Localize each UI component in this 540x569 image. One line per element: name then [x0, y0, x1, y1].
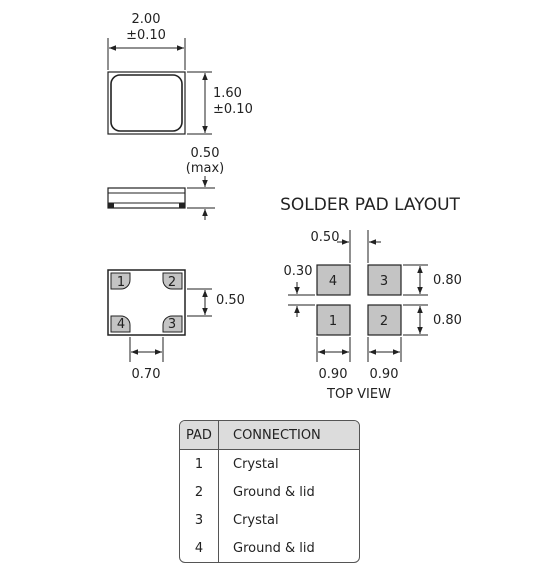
- top-view-label: TOP VIEW: [326, 387, 391, 402]
- table-cell-connection: Ground & lid: [233, 540, 315, 556]
- layout-pad-w2-dimension: 0.90: [367, 337, 402, 382]
- table-cell-connection: Crystal: [233, 512, 279, 528]
- layout-gap-h-dimension: 0.50: [311, 230, 381, 263]
- layout-pad-h2-dimension: 0.80: [403, 304, 462, 336]
- table-cell-pad: 3: [180, 506, 219, 534]
- package-lid: [110, 74, 183, 132]
- layout-pad-h1-value: 0.80: [433, 273, 462, 288]
- table-cell-pad: 4: [180, 534, 219, 562]
- side-height-dimension: 0.50 (max): [186, 146, 224, 220]
- side-height-note: (max): [186, 161, 224, 176]
- top-height-dimension: 1.60 ±0.10: [187, 71, 253, 135]
- table-header-pad: PAD: [180, 421, 219, 450]
- table-row: 2 Ground & lid: [180, 478, 359, 506]
- layout-pad-4-label: 4: [329, 274, 337, 289]
- layout-pad-1: [316, 304, 351, 336]
- table-cell-connection: Ground & lid: [233, 484, 315, 500]
- package-bottom-view: 1 2 4 3: [107, 269, 186, 336]
- top-height-value: 1.60: [213, 86, 242, 101]
- table-header-connection: CONNECTION: [219, 421, 359, 450]
- table-row: 3 Crystal: [180, 506, 359, 534]
- package-pad-4: [110, 315, 131, 333]
- layout-pad-w1-dimension: 0.90: [316, 337, 351, 382]
- package-outline: [107, 71, 186, 135]
- table-cell-pad: 1: [180, 450, 219, 478]
- top-width-value: 2.00: [132, 12, 161, 27]
- table-cell-connection: Crystal: [233, 456, 279, 472]
- package-top-view: [107, 71, 186, 135]
- package-pad-2-label: 2: [168, 275, 176, 290]
- layout-pad-3: [367, 264, 402, 296]
- layout-pad-2: [367, 304, 402, 336]
- top-width-dimension: 2.00 ±0.10: [107, 12, 186, 70]
- side-height-value: 0.50: [191, 146, 220, 161]
- package-pad-2: [162, 272, 183, 290]
- table-cell-pad: 2: [180, 478, 219, 506]
- pad-connection-table: PAD CONNECTION 1 Crystal 2 Ground & lid …: [179, 420, 360, 563]
- package-pad-4-label: 4: [117, 317, 125, 332]
- table-row: 1 Crystal: [180, 450, 359, 478]
- layout-pad-w1-value: 0.90: [319, 367, 348, 382]
- pin-spacing-v-value: 0.50: [216, 293, 245, 308]
- pin-spacing-h-dimension: 0.70: [129, 337, 164, 382]
- package-side-view: [107, 187, 186, 209]
- package-pad-3-label: 3: [168, 317, 176, 332]
- layout-gap-v-value: 0.30: [284, 264, 313, 279]
- layout-pad-h2-value: 0.80: [433, 313, 462, 328]
- layout-gap-v-dimension: 0.30: [284, 264, 315, 317]
- package-pad-1-label: 1: [117, 275, 125, 290]
- top-height-tolerance: ±0.10: [213, 102, 253, 117]
- package-pad-3: [162, 315, 183, 333]
- layout-pad-h1-dimension: 0.80: [403, 264, 462, 296]
- table-header-row: PAD CONNECTION: [180, 421, 359, 450]
- layout-pad-w2-value: 0.90: [370, 367, 399, 382]
- pin-spacing-v-dimension: 0.50: [187, 288, 245, 317]
- layout-gap-h-value: 0.50: [311, 230, 340, 245]
- top-width-tolerance: ±0.10: [126, 28, 166, 43]
- table-row: 4 Ground & lid: [180, 534, 359, 562]
- layout-pad-1-label: 1: [329, 314, 337, 329]
- layout-pad-3-label: 3: [380, 274, 388, 289]
- layout-title: SOLDER PAD LAYOUT: [280, 195, 460, 215]
- package-pad-1: [110, 272, 131, 290]
- pin-spacing-h-value: 0.70: [132, 367, 161, 382]
- layout-pad-2-label: 2: [380, 314, 388, 329]
- layout-pad-4: [316, 264, 351, 296]
- layout-pads: 4 3 1 2: [316, 264, 402, 336]
